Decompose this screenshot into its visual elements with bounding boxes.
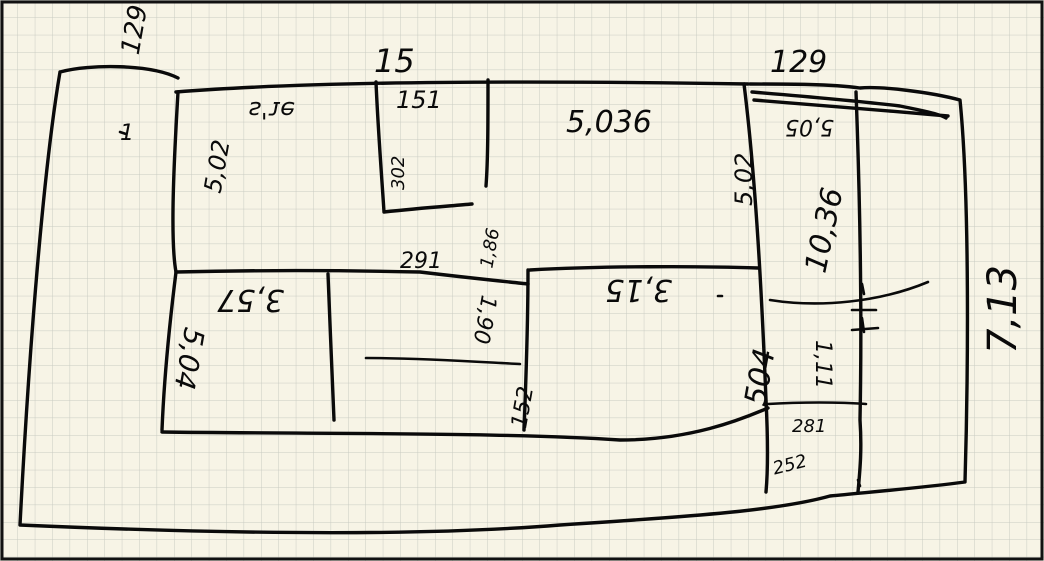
label-151: 151 (396, 86, 442, 114)
label-room-top: ɘɾ'ƨ (248, 96, 295, 124)
inner-short-line (364, 356, 522, 366)
label-713: 7,13 (980, 265, 1026, 354)
label-15: 15 (374, 42, 415, 80)
label-302: 302 (388, 156, 409, 190)
top-wall (174, 80, 750, 94)
inner-left-wall (160, 90, 180, 432)
label-111: 1,11 (810, 340, 835, 389)
label-502-right: 5,02 (730, 153, 758, 206)
inner-bottom-wall (160, 406, 770, 442)
label-291: 291 (400, 249, 442, 274)
label-1: 1 (120, 121, 134, 146)
bl-room-divider (326, 272, 336, 422)
right-cross-lines (766, 280, 930, 406)
right-column-top (750, 90, 950, 120)
label-129-top-right: 129 (770, 45, 827, 80)
mid-vertical-wall (522, 268, 530, 432)
label-357: 3,57 (217, 282, 284, 317)
right-column-inner (854, 90, 863, 494)
tick-marks (118, 130, 866, 488)
outer-wall (18, 64, 970, 535)
label-315: 3,15 (605, 272, 672, 307)
label-281: 281 (792, 416, 826, 437)
right-column-outer (742, 82, 770, 494)
small-room-walls (374, 78, 490, 214)
middle-wall (174, 264, 760, 286)
label-505-right-top: 5,05 (785, 114, 834, 139)
label-5036: 5,036 (566, 105, 652, 140)
